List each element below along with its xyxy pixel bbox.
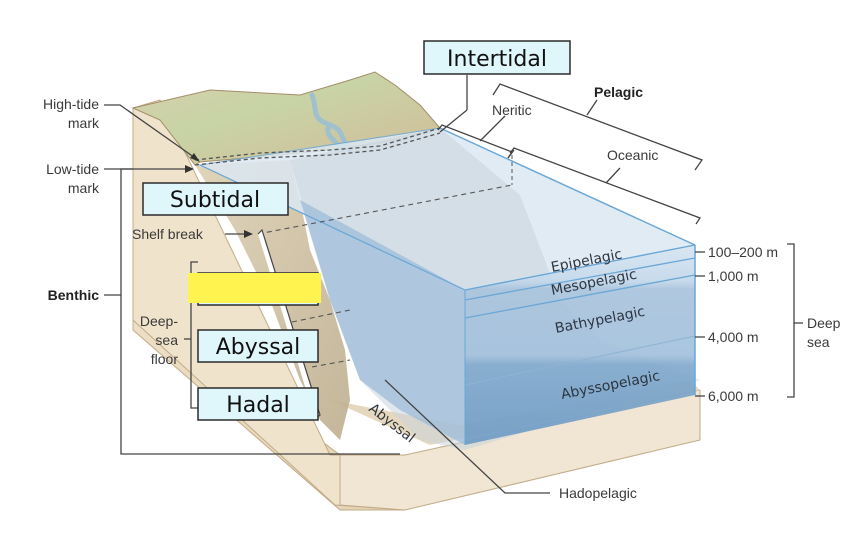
deep-sea-label-1: Deep: [807, 315, 841, 331]
epipelagic-line: [464, 244, 696, 291]
hadal-box-text: Hadal: [226, 393, 290, 418]
low-tide-arrowhead: [185, 165, 194, 173]
high-tide-arrow: [104, 104, 199, 161]
oceanic-bracket: [509, 147, 701, 225]
water-front-face: [465, 245, 695, 445]
hadopelagic-leader: [384, 379, 550, 494]
depth-label-1: 100–200 m: [708, 244, 778, 260]
shelf-break-arrowhead: [244, 230, 253, 238]
deep-sea-floor-label-3: floor: [151, 351, 179, 367]
depth-label-4: 6,000 m: [708, 388, 759, 404]
benthic-label: Benthic: [48, 287, 100, 303]
layer-line-3: [464, 335, 696, 386]
high-tide-label-2: mark: [68, 115, 100, 131]
high-tide-line: [194, 127, 441, 161]
high-tide-label-1: High-tide: [43, 96, 99, 112]
abyssal-hadal-line: [311, 359, 351, 368]
intertidal-box-text: Intertidal: [447, 47, 547, 72]
benthic-bracket: [120, 168, 400, 455]
deep-sea-floor-label-2: sea: [155, 332, 178, 348]
hadopelagic-label: Hadopelagic: [559, 485, 637, 501]
pelagic-label: Pelagic: [594, 84, 643, 100]
abyssal-box-text: Abyssal: [216, 335, 301, 360]
shelf-break-label: Shelf break: [132, 226, 204, 242]
pelagic-bracket: [492, 83, 704, 171]
intertidal-leader-diag: [439, 109, 468, 133]
depth-label-3: 4,000 m: [708, 329, 759, 345]
deep-sea-floor-bracket: [190, 261, 198, 409]
low-tide-label-1: Low-tide: [46, 161, 99, 177]
layer-line-1: [464, 257, 696, 301]
pelagic-leader: [586, 99, 598, 116]
deep-sea-label-2: sea: [807, 334, 830, 350]
neritic-leader: [479, 115, 506, 142]
low-tide-label-2: mark: [68, 180, 100, 196]
neritic-tick: [507, 149, 515, 159]
abyssal-box[interactable]: [197, 329, 319, 363]
depth-label-2: 1,000 m: [708, 268, 759, 284]
oceanic-label: Oceanic: [607, 147, 658, 163]
bathyal-abyssal-line: [291, 309, 351, 323]
layer-line-2: [464, 274, 696, 319]
low-tide-line: [194, 132, 441, 166]
subtidal-box-text: Subtidal: [170, 188, 260, 213]
high-tide-arrowhead: [190, 153, 200, 162]
deep-sea-floor-label-1: Deep-: [140, 313, 178, 329]
water-side-face: [300, 200, 465, 445]
intertidal-box[interactable]: [423, 40, 571, 75]
neritic-label: Neritic: [492, 102, 532, 118]
oceanic-leader: [605, 167, 621, 184]
top-edge-back: [439, 127, 696, 246]
subtidal-box[interactable]: [142, 182, 289, 216]
hadal-box[interactable]: [197, 387, 319, 421]
yellow-highlight-cover: [188, 273, 321, 303]
block-front-slab: [339, 389, 701, 511]
deep-sea-bracket: [787, 243, 795, 398]
shelf-break-line: [257, 184, 513, 235]
